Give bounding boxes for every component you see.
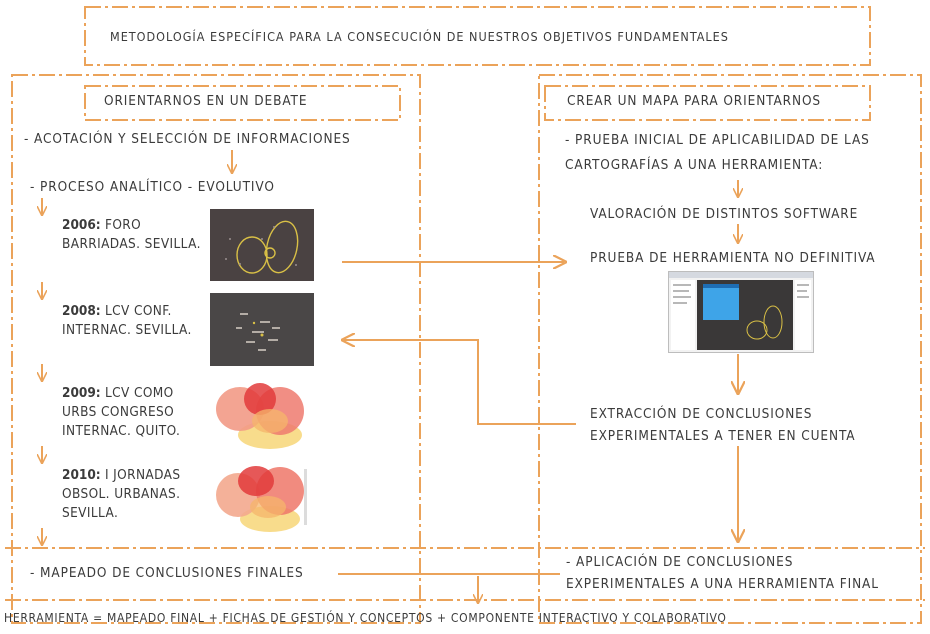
timeline-year: 2006:: [62, 217, 101, 233]
right-step-3: PRUEBA DE HERRAMIENTA NO DEFINITIVA: [590, 250, 876, 266]
timeline-year: 2008:: [62, 303, 101, 319]
timeline-item-2010: 2010: I JORNADAS OBSOL. URBANAS. SEVILLA…: [62, 466, 210, 523]
right-step-1-line1: - PRUEBA INICIAL DE APLICABILIDAD DE LAS: [565, 132, 870, 148]
right-heading: CREAR UN MAPA PARA ORIENTARNOS: [567, 93, 822, 109]
timeline-text: LCV COMO URBS CONGRESO INTERNAC. QUITO.: [62, 385, 181, 439]
left-step-1: - ACOTACIÓN Y SELECCIÓN DE INFORMACIONES: [24, 131, 351, 147]
right-step-2: VALORACIÓN DE DISTINTOS SOFTWARE: [590, 206, 859, 222]
left-step-2: - PROCESO ANALÍTICO - EVOLUTIVO: [30, 179, 275, 195]
left-heading-box: [84, 85, 401, 121]
right-step-4-line1: EXTRACCIÓN DE CONCLUSIONES: [590, 406, 813, 422]
left-final: - MAPEADO DE CONCLUSIONES FINALES: [30, 565, 304, 581]
thumbnail-2006-map: [210, 209, 314, 281]
timeline-item-2009: 2009: LCV COMO URBS CONGRESO INTERNAC. Q…: [62, 384, 206, 441]
left-heading: ORIENTARNOS EN UN DEBATE: [104, 93, 308, 109]
right-step-4-line2: EXPERIMENTALES A TENER EN CUENTA: [590, 428, 856, 444]
thumbnail-2010-map: [210, 461, 314, 534]
right-heading-box: [544, 85, 871, 121]
timeline-year: 2009:: [62, 385, 101, 401]
thumbnail-2009-map: [210, 379, 314, 451]
right-column-box: [538, 74, 922, 624]
timeline-item-2008: 2008: LCV CONF. INTERNAC. SEVILLA.: [62, 302, 202, 340]
footer-formula: HERRAMIENTA = MAPEADO FINAL + FICHAS DE …: [4, 611, 727, 625]
arrow-conclusions-back: [344, 340, 576, 425]
title-box: [84, 6, 871, 66]
right-final-line1: - APLICACIÓN DE CONCLUSIONES: [566, 554, 794, 570]
timeline-year: 2010:: [62, 467, 101, 483]
right-step-1-line2: CARTOGRAFÍAS A UNA HERRAMIENTA:: [565, 157, 824, 173]
timeline-text: LCV CONF. INTERNAC. SEVILLA.: [62, 303, 192, 338]
left-column-box: [11, 74, 421, 624]
right-final-line2: EXPERIMENTALES A UNA HERRAMIENTA FINAL: [566, 576, 879, 592]
timeline-text: FORO BARRIADAS. SEVILLA.: [62, 217, 201, 252]
software-screenshot: [668, 271, 814, 353]
thumbnail-2008-map: [210, 293, 314, 366]
timeline-text: I JORNADAS OBSOL. URBANAS. SEVILLA.: [62, 467, 181, 521]
diagram-title: METODOLOGÍA ESPECÍFICA PARA LA CONSECUCI…: [110, 29, 729, 44]
timeline-item-2006: 2006: FORO BARRIADAS. SEVILLA.: [62, 216, 202, 254]
